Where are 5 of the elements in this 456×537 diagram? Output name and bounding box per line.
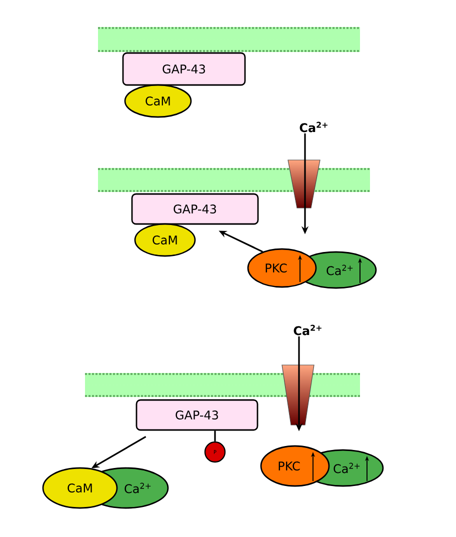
gap-box: GAP-43	[131, 193, 259, 225]
ion-label: Ca$^{2+}$	[294, 324, 322, 336]
ion-label: Ca$^{2+}$	[300, 122, 328, 132]
gap-box: GAP-43	[136, 399, 258, 431]
gap-box: GAP-43	[122, 52, 246, 86]
